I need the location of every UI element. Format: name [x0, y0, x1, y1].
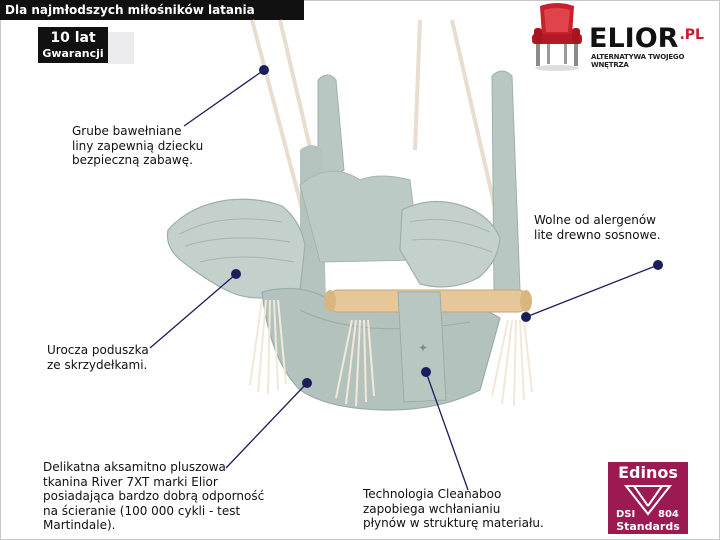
callout-cleanaboo: Technologia Cleanaboo zapobiega wchłania… — [363, 487, 544, 530]
tagline-banner: Dla najmłodszych miłośników latania — [0, 0, 304, 20]
front-strap — [397, 291, 447, 403]
callout-ropes: Grube bawełniane liny zapewnią dziecku b… — [72, 124, 204, 167]
warranty-years: 10 lat — [50, 30, 96, 46]
marker-cleanaboo — [421, 367, 431, 377]
brand-slogan: ALTERNATYWA TWOJEGO WNĘTRZA — [591, 53, 685, 69]
callout-lines — [149, 69, 659, 491]
brand-logo: ELIOR.PL — [589, 20, 704, 54]
red-chair-icon — [532, 3, 582, 71]
tassel-middle — [335, 319, 375, 407]
badge-brand: Edinos — [618, 463, 678, 482]
rope-right-inner — [413, 19, 422, 151]
warranty-badge: 10 lat Gwarancji — [38, 27, 108, 63]
marker-fabric — [302, 378, 312, 388]
tassel-left — [249, 299, 287, 395]
seat-back — [299, 170, 421, 263]
warranty-shadow — [108, 32, 134, 64]
callout-fabric: Delikatna aksamitno pluszowa tkanina Riv… — [43, 460, 265, 532]
marker-ropes — [259, 65, 269, 75]
wing-right — [399, 200, 501, 288]
svg-text:✦: ✦ — [418, 341, 428, 355]
marker-pillow — [231, 269, 241, 279]
badge-number: 804 — [658, 509, 679, 520]
badge-standards: Standards — [616, 520, 680, 533]
badge-emblem-icon — [623, 485, 673, 516]
rope-left-outer — [250, 19, 307, 221]
callout-markers — [231, 65, 663, 388]
warranty-label: Gwarancji — [42, 47, 104, 60]
callout-pillow: Urocza poduszka ze skrzydełkami. — [47, 343, 149, 372]
marker-wood — [653, 260, 663, 270]
edinos-badge: Edinos DSI 804 Standards — [608, 462, 688, 534]
rope-cover-right — [491, 70, 521, 296]
callout-wood: Wolne od alergenów lite drewno sosnowe. — [534, 213, 661, 242]
brand-name: ELIOR — [589, 23, 679, 54]
tassel-right — [491, 319, 533, 407]
rope-right-outer — [450, 19, 502, 231]
wing-left — [166, 198, 306, 299]
badge-dsi: DSI — [616, 509, 636, 520]
brand-domain: .PL — [679, 27, 704, 43]
marker-wood-end — [521, 312, 531, 322]
